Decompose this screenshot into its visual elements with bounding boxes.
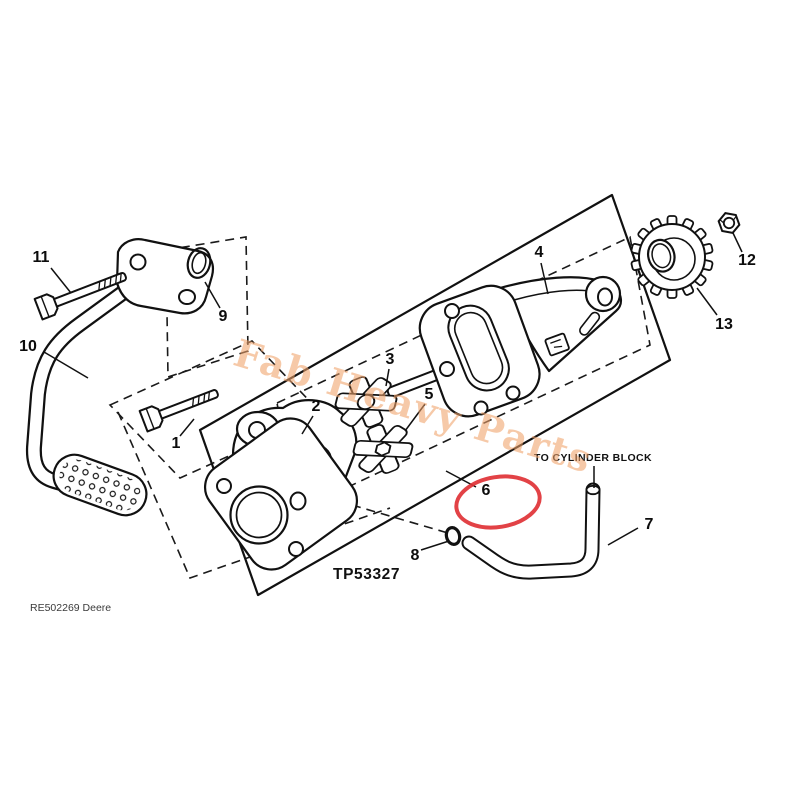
- callout-4: 4: [534, 244, 544, 261]
- highlight-ellipse: [454, 474, 542, 530]
- leader-lines: [43, 232, 743, 551]
- callout-6: 6: [481, 482, 491, 499]
- part-1-bolt: [138, 389, 219, 433]
- part-5-idler-gear: [352, 424, 414, 474]
- callout-13: 13: [715, 316, 733, 333]
- callout-7: 7: [644, 516, 654, 533]
- part-2-pump-body: [203, 399, 359, 571]
- callout-2: 2: [311, 398, 321, 415]
- part-8-ring: [444, 526, 462, 546]
- to-cylinder-block-label: TO CYLINDER BLOCK: [533, 452, 653, 464]
- part-9-o-ring: [186, 247, 212, 279]
- callout-8: 8: [410, 547, 420, 564]
- part-11-bolt: [33, 272, 127, 321]
- callout-11: 11: [32, 249, 50, 266]
- callout-10: 10: [19, 338, 37, 355]
- part-code-label: TP53327: [333, 566, 401, 583]
- callout-3: 3: [385, 351, 395, 368]
- callout-5: 5: [424, 386, 434, 403]
- footer-reference-code: RE502269 Deere: [30, 602, 112, 614]
- part-13-gear: [630, 215, 714, 299]
- part-10-pedal-arm: [25, 238, 215, 517]
- callout-1: 1: [171, 435, 181, 452]
- jd-logo-mark: [544, 332, 570, 357]
- part-12-nut: [717, 212, 741, 234]
- callout-12: 12: [738, 252, 756, 269]
- main-panel-outline: [198, 193, 672, 597]
- mounting-flange: [115, 238, 215, 315]
- part-4-pump-cover: [418, 275, 622, 418]
- pedal-pad: [52, 453, 148, 517]
- part-7-tube: [461, 482, 601, 580]
- callout-9: 9: [218, 308, 228, 325]
